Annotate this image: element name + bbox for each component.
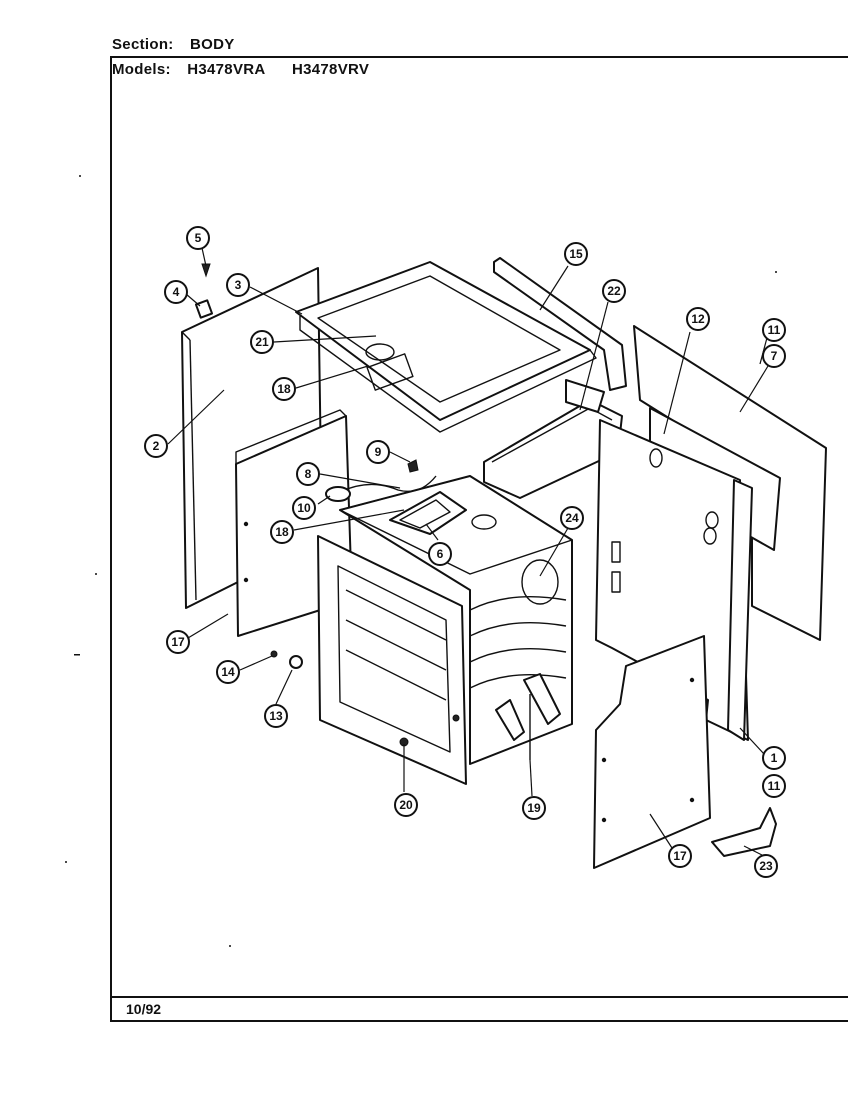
- callout-18-b: 18: [270, 520, 294, 544]
- callout-3: 3: [226, 273, 250, 297]
- callout-14: 14: [216, 660, 240, 684]
- svg-text:20: 20: [399, 798, 413, 812]
- part-bracket-assembly: [325, 459, 467, 535]
- part-rear-top-bar: [493, 257, 627, 391]
- callout-10: 10: [292, 496, 316, 520]
- svg-text:10: 10: [297, 501, 311, 515]
- part-front-frame: [317, 535, 467, 785]
- callout-19: 19: [522, 796, 546, 820]
- diagram-frame: [110, 56, 848, 1022]
- svg-text:2: 2: [153, 439, 160, 453]
- svg-text:11: 11: [768, 779, 781, 793]
- part-right-side-frame: [595, 419, 753, 741]
- part-right-outer-panel: [633, 325, 827, 641]
- callout-12: 12: [686, 307, 710, 331]
- callout-7: 7: [762, 344, 786, 368]
- callout-15: 15: [564, 242, 588, 266]
- svg-text:11: 11: [768, 323, 781, 337]
- scan-speck: [65, 861, 67, 863]
- svg-text:12: 12: [691, 312, 705, 326]
- revision-date: 10/92: [126, 1001, 162, 1017]
- part-door-hinge: [495, 673, 561, 760]
- svg-text:18: 18: [277, 382, 291, 396]
- callout-17-b: 17: [668, 844, 692, 868]
- svg-text:8: 8: [305, 467, 312, 481]
- svg-text:5: 5: [195, 231, 202, 245]
- callout-13: 13: [264, 704, 288, 728]
- footer-rule: [112, 996, 848, 998]
- callout-11-b: 11: [762, 774, 786, 798]
- callout-2: 2: [144, 434, 168, 458]
- callout-17: 17: [166, 630, 190, 654]
- svg-text:4: 4: [173, 285, 180, 299]
- scan-speck: [229, 945, 231, 947]
- svg-text:22: 22: [607, 284, 621, 298]
- leader-lines: [167, 247, 769, 857]
- callout-4: 4: [164, 280, 188, 304]
- scan-speck: [95, 573, 97, 575]
- svg-text:7: 7: [771, 349, 778, 363]
- svg-text:23: 23: [759, 859, 773, 873]
- svg-text:17: 17: [171, 635, 185, 649]
- callout-18: 18: [272, 377, 296, 401]
- model-number-1: H3478VRA: [187, 61, 266, 78]
- svg-text:18: 18: [275, 525, 289, 539]
- svg-text:14: 14: [221, 665, 235, 679]
- callout-1: 1: [762, 746, 786, 770]
- models-label: Models:: [112, 61, 171, 78]
- section-line: Section: BODY: [112, 36, 235, 53]
- svg-text:3: 3: [235, 278, 242, 292]
- svg-text:9: 9: [375, 445, 382, 459]
- models-line: Models: H3478VRA H3478VRV: [112, 61, 369, 78]
- callout-20: 20: [394, 793, 418, 817]
- callout-8: 8: [296, 462, 320, 486]
- callout-21: 21: [250, 330, 274, 354]
- svg-text:6: 6: [437, 547, 444, 561]
- callout-5: 5: [186, 226, 210, 250]
- part-oven-cavity: [339, 475, 573, 765]
- part-small-bracket: [711, 807, 777, 857]
- svg-text:19: 19: [527, 801, 541, 815]
- svg-text:13: 13: [269, 709, 283, 723]
- scan-speck: [79, 175, 81, 177]
- callout-9: 9: [366, 440, 390, 464]
- svg-text:21: 21: [255, 335, 269, 349]
- scan-speck: [775, 271, 777, 273]
- section-value: BODY: [190, 36, 235, 53]
- section-label: Section:: [112, 36, 174, 53]
- part-hardware: [194, 263, 460, 747]
- part-drip-tray: [483, 379, 623, 499]
- svg-text:24: 24: [565, 511, 579, 525]
- model-number-2: H3478VRV: [292, 61, 370, 78]
- scan-speck: [74, 654, 80, 656]
- svg-text:1: 1: [771, 751, 778, 765]
- callout-24: 24: [560, 506, 584, 530]
- callout-6: 6: [428, 542, 452, 566]
- part-right-insulation-panel: [593, 635, 711, 869]
- callout-22: 22: [602, 279, 626, 303]
- part-top-support: [295, 261, 597, 433]
- callout-11: 11: [762, 318, 786, 342]
- svg-text:17: 17: [673, 849, 687, 863]
- callout-23: 23: [754, 854, 778, 878]
- svg-text:15: 15: [569, 247, 583, 261]
